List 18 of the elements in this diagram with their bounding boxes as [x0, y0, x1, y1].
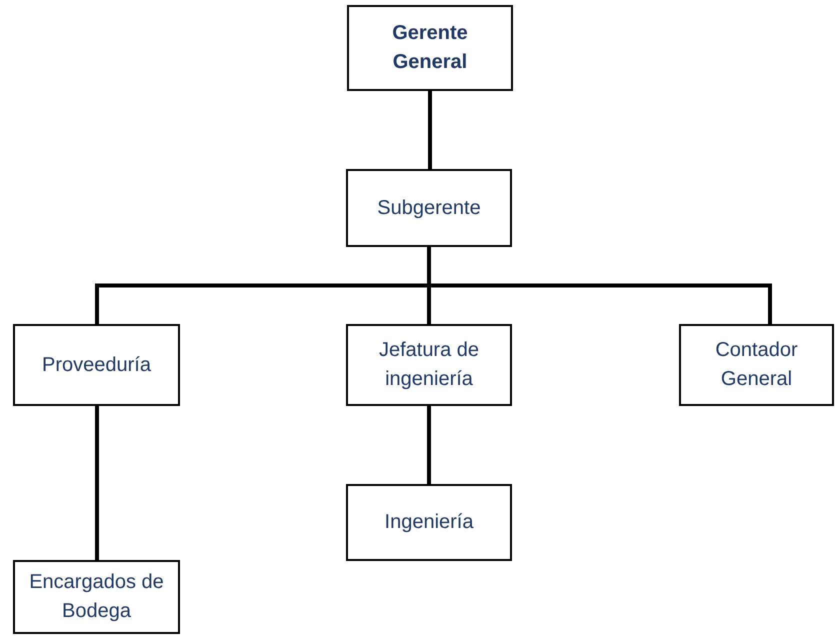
org-box: [13, 560, 180, 634]
connector-line: [427, 247, 772, 324]
org-box: [346, 169, 512, 247]
box-label: Ingeniería: [384, 510, 474, 535]
box-label: Proveeduría: [42, 352, 151, 378]
box-label: Jefatura de ingeniería: [378, 338, 480, 392]
connector-line: [95, 406, 99, 560]
box-label: Encargados de Bodega: [28, 570, 165, 624]
org-box: [679, 324, 834, 406]
box-label: Subgerente: [377, 196, 481, 220]
org-box: [346, 484, 512, 561]
connector-line: [428, 91, 432, 169]
org-box: [346, 324, 512, 406]
box-label: Contador General: [714, 338, 799, 392]
connector-line: [427, 406, 431, 484]
box-label: Gerente General: [391, 21, 469, 75]
org-box: [347, 5, 513, 91]
org-box: [13, 324, 180, 406]
